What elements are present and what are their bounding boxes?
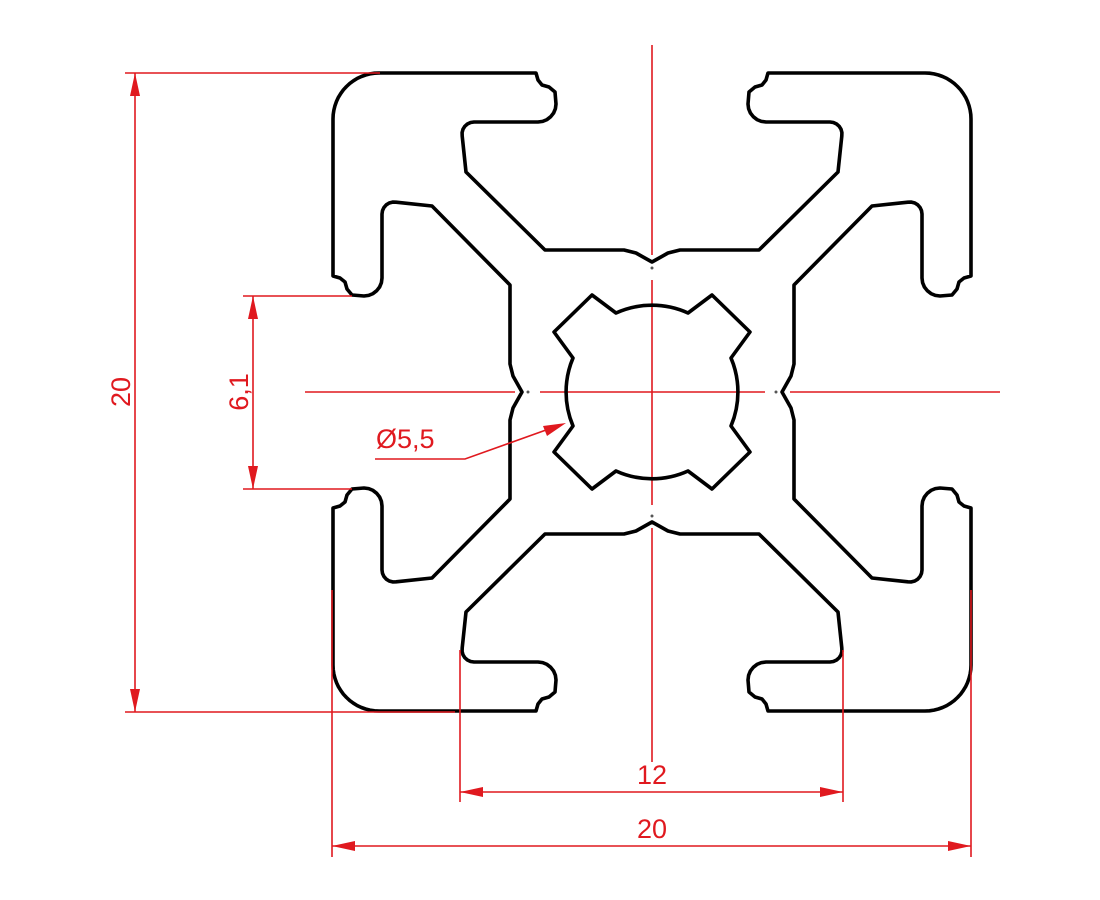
centerlines — [305, 45, 1000, 762]
bore-diameter-leader: Ø5,5 — [375, 423, 566, 460]
height-label: 20 — [106, 377, 136, 407]
width-label: 20 — [637, 814, 667, 844]
center-bore — [552, 293, 752, 491]
bore-diameter-label: Ø5,5 — [376, 424, 435, 454]
slot-opening-dimension: 6,1 — [224, 295, 352, 490]
slot-spacing-dimension: 12 — [459, 650, 844, 802]
profile-outline — [331, 71, 973, 713]
height-dimension: 20 — [106, 72, 455, 713]
slot-spacing-label: 12 — [637, 760, 667, 790]
center-marks — [526, 266, 778, 518]
width-dimension: 20 — [331, 590, 972, 857]
slot-opening-label: 6,1 — [224, 373, 254, 411]
